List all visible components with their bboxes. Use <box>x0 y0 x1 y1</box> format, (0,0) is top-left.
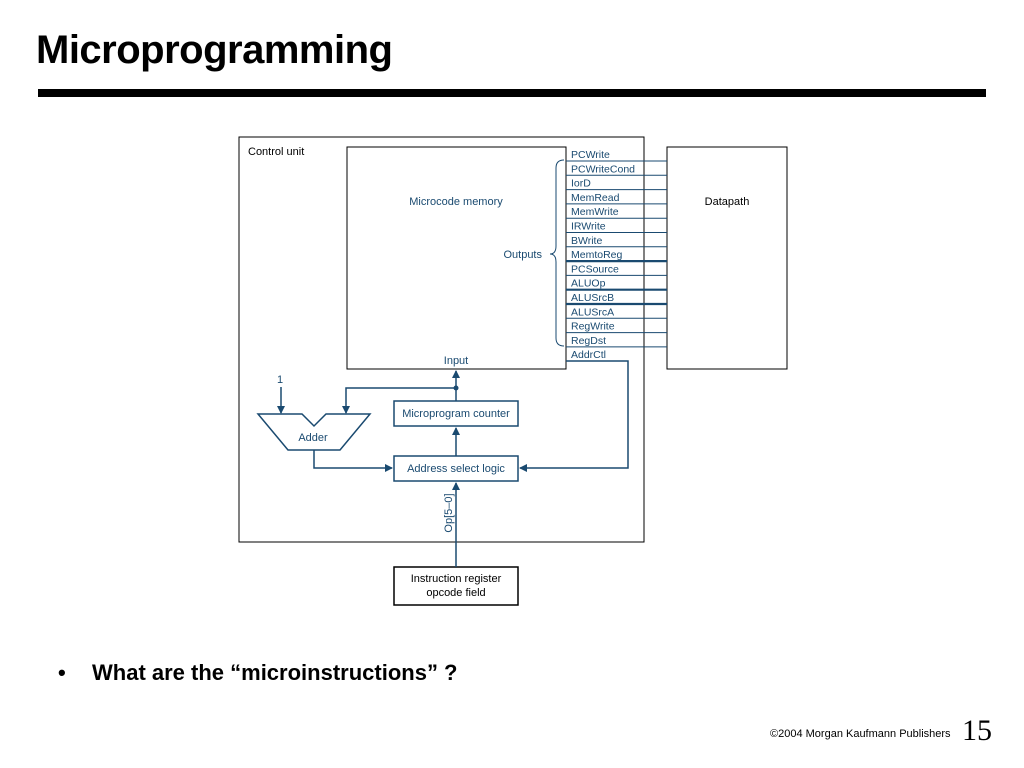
control-unit-box <box>238 136 645 543</box>
adder-label: Adder <box>298 432 328 444</box>
signal-label: IorD <box>571 178 591 190</box>
signal-label: PCWrite <box>571 149 610 161</box>
outputs-brace <box>549 159 565 347</box>
microprogram-counter-label: Microprogram counter <box>402 408 510 420</box>
signal-label: MemRead <box>571 192 620 204</box>
signal-label: PCSource <box>571 263 619 275</box>
datapath-box <box>666 146 788 370</box>
copyright-symbol: © <box>770 728 779 740</box>
signal-label: BWrite <box>571 235 602 247</box>
signal-label: RegDst <box>571 335 606 347</box>
microcode-memory-label: Microcode memory <box>409 196 503 208</box>
outputs-label: Outputs <box>503 249 542 261</box>
bullet-text: What are the “microinstructions” ? <box>92 660 458 685</box>
control-unit-label: Control unit <box>248 146 304 158</box>
instruction-register-label: Instruction register <box>411 573 502 585</box>
adder-shape <box>256 413 372 451</box>
opcode-field-label: opcode field <box>426 587 485 599</box>
signal-label: AddrCtl <box>571 349 606 361</box>
signal-label: ALUSrcA <box>571 306 614 318</box>
datapath-label: Datapath <box>705 196 750 208</box>
address-select-logic-label: Address select logic <box>407 463 505 475</box>
input-label: Input <box>444 355 468 367</box>
addrctl-feedback-line <box>519 360 629 472</box>
copyright-footer: ©2004 Morgan Kaufmann Publishers <box>770 728 951 740</box>
microcode-memory-box <box>346 146 567 370</box>
copyright-text: 2004 Morgan Kaufmann Publishers <box>778 728 951 740</box>
signal-label: MemWrite <box>571 206 619 218</box>
op-bits-label: Op[5–0] <box>443 493 455 532</box>
signal-label: ALUOp <box>571 278 606 290</box>
counter-to-adder-line <box>342 387 456 414</box>
adder-input-one-label: 1 <box>277 374 283 386</box>
title-rule <box>38 89 986 97</box>
address-select-logic-box <box>393 455 519 482</box>
signal-label: RegWrite <box>571 321 615 333</box>
adder-to-select-line <box>313 450 393 472</box>
signal-label: MemtoReg <box>571 249 623 261</box>
slide-title: Microprogramming <box>36 28 393 72</box>
page-number: 15 <box>962 714 992 747</box>
signal-label: ALUSrcB <box>571 292 614 304</box>
signal-label: IRWrite <box>571 221 606 233</box>
signal-label: PCWriteCond <box>571 163 635 175</box>
bullet-marker: • <box>58 660 66 685</box>
microprogram-counter-box <box>393 400 519 427</box>
bullet-item: • What are the “microinstructions” ? <box>58 660 458 686</box>
